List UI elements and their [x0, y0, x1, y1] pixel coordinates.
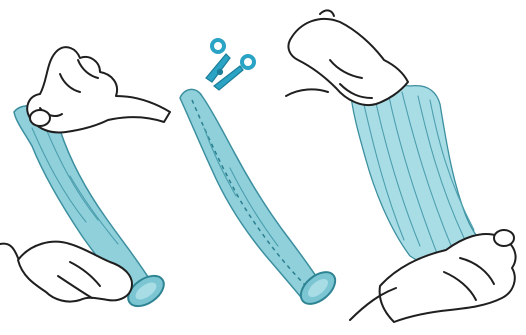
scissors-icon	[206, 40, 254, 90]
panel-1-unroll	[0, 47, 170, 312]
upper-hand	[286, 10, 408, 105]
upper-hand	[27, 47, 170, 132]
panel-2-cut	[180, 40, 341, 310]
condom-cut	[180, 89, 341, 310]
